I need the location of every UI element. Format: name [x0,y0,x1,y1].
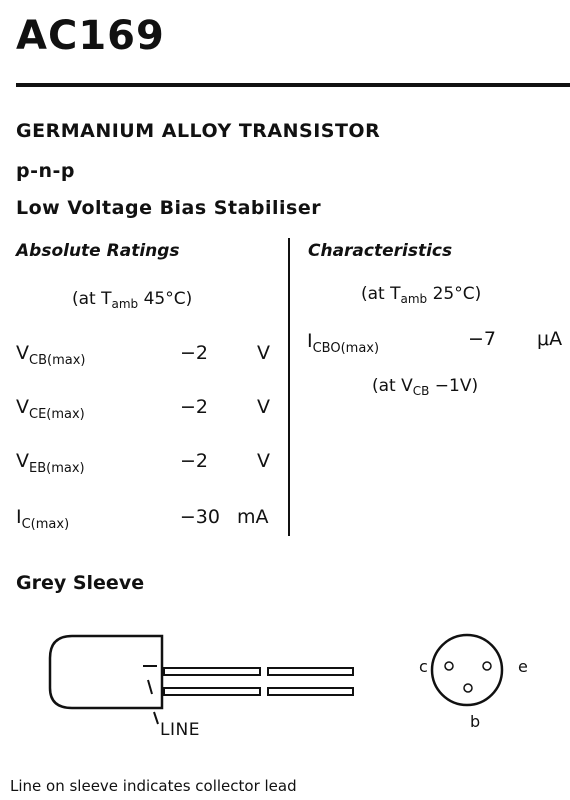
application: Low Voltage Bias Stabiliser [16,197,322,219]
char-unit-icbo: μA [537,328,563,350]
base-view-outline [430,633,504,707]
pin-collector-dot [444,661,454,671]
polarity: p-n-p [16,160,75,182]
rating-symbol-veb: VEB(max) [16,450,85,476]
sleeve-heading: Grey Sleeve [16,572,145,594]
test-sub: CB [412,384,430,398]
rating-value-veb: −2 [179,450,208,472]
rating-symbol-vcb: VCB(max) [16,342,86,368]
line-pointer [153,711,159,725]
rating-value-vcb: −2 [179,342,208,364]
transistor-type: GERMANIUM ALLOY TRANSISTOR [16,120,381,142]
rating-value-vce: −2 [179,396,208,418]
condition-sub: amb [400,292,428,306]
condition-suffix: 45°C) [138,289,193,309]
char-value-icbo: −7 [467,328,496,350]
line-label: LINE [160,720,200,740]
pin-base-dot [463,683,473,693]
absolute-ratings-heading: Absolute Ratings [16,241,180,261]
test-suffix: −1V) [429,376,479,396]
rating-unit-vce: V [257,396,270,418]
column-divider [288,238,290,536]
lead-lower-end [267,687,354,696]
part-number: AC169 [16,13,165,59]
pin-emitter-dot [482,661,492,671]
characteristics-heading: Characteristics [308,241,453,261]
pin-label-collector: c [419,657,428,676]
condition-suffix: 25°C) [427,284,482,304]
rating-unit-veb: V [257,450,270,472]
pin-label-emitter: e [518,657,528,676]
transistor-body-outline [48,634,164,710]
test-prefix: (at V [372,376,413,396]
characteristics-test-condition: (at VCB −1V) [372,376,478,398]
sleeve-line-mark-slash [147,679,153,695]
condition-prefix: (at T [72,289,112,309]
condition-prefix: (at T [361,284,401,304]
condition-sub: amb [111,297,139,311]
characteristics-condition: (at Tamb 25°C) [361,284,481,306]
rating-unit-vcb: V [257,342,270,364]
rating-symbol-ic: IC(max) [16,506,70,532]
lead-upper-end [267,667,354,676]
char-symbol-icbo: ICBO(max) [307,330,380,356]
header-rule [16,83,570,87]
sleeve-note: Line on sleeve indicates collector lead [10,777,297,795]
package-drawing [48,633,504,725]
lead-lower [163,687,261,696]
lead-upper [163,667,261,676]
rating-unit-ic: mA [237,506,269,528]
pin-label-base: b [470,712,481,731]
absolute-ratings-condition: (at Tamb 45°C) [72,289,192,311]
rating-symbol-vce: VCE(max) [16,396,85,422]
rating-value-ic: −30 [179,506,220,528]
